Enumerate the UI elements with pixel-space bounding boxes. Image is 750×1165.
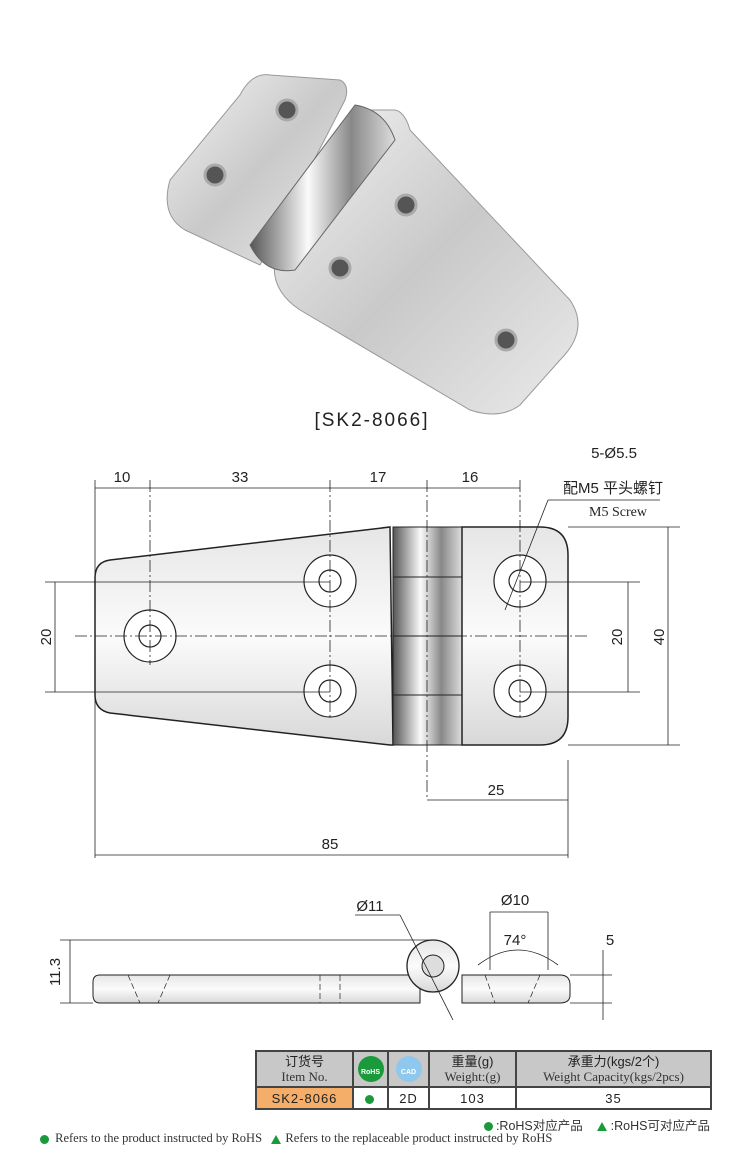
dim-16: 16	[462, 469, 479, 486]
legend-en: Refers to the product instructed by RoHS…	[40, 1131, 552, 1146]
hinge-photo	[166, 74, 579, 415]
dim-d11: Ø11	[356, 898, 383, 915]
hole-spec: 5-Ø5.5	[591, 445, 637, 462]
cell-rohs	[352, 1086, 389, 1110]
header-capacity: 承重力(kgs/2个)Weight Capacity(kgs/2pcs)	[515, 1050, 712, 1088]
cell-item: SK2-8066	[255, 1086, 354, 1110]
dim-right-20: 20	[609, 629, 626, 646]
green-triangle-icon	[271, 1134, 282, 1144]
legend-cn: :RoHS对应产品 :RoHS可对应产品	[483, 1115, 710, 1134]
rohs-dot-icon	[364, 1094, 374, 1104]
dim-25: 25	[488, 782, 505, 799]
header-weight-cn: 重量(g)	[451, 1054, 494, 1069]
dim-33: 33	[232, 469, 249, 486]
header-item-cn: 订货号	[284, 1054, 324, 1069]
screw-label-cn: 配M5 平头螺钉	[563, 480, 663, 497]
dim-5: 5	[606, 932, 614, 949]
table-row: SK2-8066 2D 103 35	[255, 1086, 712, 1110]
dim-10: 10	[114, 469, 131, 486]
dim-17: 17	[370, 469, 387, 486]
side-view	[60, 911, 612, 1021]
header-weight-en: Weight:(g)	[444, 1069, 501, 1084]
top-view	[45, 480, 680, 858]
green-dot-icon	[483, 1122, 493, 1132]
legend-cn-rohs: :RoHS对应产品	[495, 1119, 583, 1133]
legend-en-replaceable: Refers to the replaceable product instru…	[285, 1131, 553, 1145]
header-weight: 重量(g)Weight:(g)	[428, 1050, 517, 1088]
rohs-icon: RoHS	[357, 1056, 384, 1082]
product-caption: [SK2-8066]	[314, 410, 429, 431]
screw-label-en: M5 Screw	[589, 505, 648, 520]
dim-angle: 74°	[504, 932, 527, 949]
cad-icon: CAD	[395, 1056, 422, 1082]
cell-cad: 2D	[387, 1086, 430, 1110]
dim-11-3: 11.3	[47, 958, 64, 986]
header-capacity-cn: 承重力(kgs/2个)	[567, 1054, 660, 1069]
cell-capacity: 35	[515, 1086, 712, 1110]
header-item-en: Item No.	[281, 1069, 328, 1084]
dim-85: 85	[322, 836, 339, 853]
legend-en-rohs: Refers to the product instructed by RoHS	[55, 1131, 263, 1145]
header-rohs: RoHS	[352, 1050, 389, 1088]
green-dot-icon	[40, 1134, 49, 1144]
cell-weight: 103	[428, 1086, 517, 1110]
legend-cn-replaceable: :RoHS可对应产品	[610, 1119, 710, 1133]
header-capacity-en: Weight Capacity(kgs/2pcs)	[543, 1069, 684, 1084]
dim-left-20: 20	[38, 629, 55, 646]
header-cad: CAD	[387, 1050, 430, 1088]
green-triangle-icon	[596, 1122, 607, 1132]
dim-40: 40	[651, 629, 668, 646]
dim-d10: Ø10	[501, 892, 529, 909]
